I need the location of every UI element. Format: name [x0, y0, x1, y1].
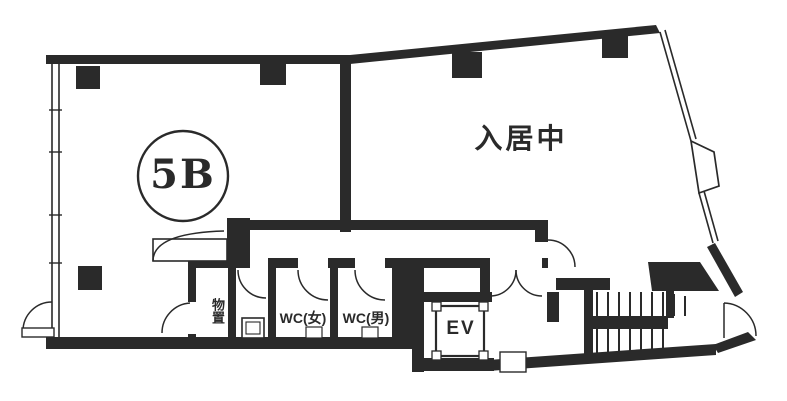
unit-number-circle	[136, 129, 230, 223]
door-arc-utility	[237, 269, 267, 299]
stairs	[556, 262, 719, 362]
stair-treads-upper	[596, 292, 686, 316]
elevator-shaft	[431, 301, 489, 361]
door-arc-double-left	[489, 269, 517, 297]
door-arc-storage	[161, 302, 191, 334]
door-leaf-corridor-left	[152, 238, 228, 262]
column	[76, 66, 100, 89]
toilet-men	[361, 326, 379, 339]
corridor-walls	[188, 55, 548, 268]
door-arc-double-right	[515, 269, 543, 297]
outer-walls	[46, 25, 756, 353]
wc-men-label: WC(男)	[342, 310, 390, 326]
column	[260, 62, 286, 85]
wc-women-label: WC(女)	[279, 310, 327, 326]
stair-landing	[593, 316, 668, 329]
storage-room-label: 物置	[210, 298, 225, 324]
service-block-walls	[187, 268, 412, 340]
door-arc-corridor-left	[152, 230, 225, 262]
toilet-women	[305, 326, 323, 339]
column	[78, 266, 102, 290]
occupied-room-label: 入居中	[474, 123, 568, 154]
fixtures	[241, 317, 379, 339]
column	[452, 52, 482, 78]
stair-treads-lower	[596, 329, 664, 355]
door-arc-left-exit	[22, 301, 53, 332]
column	[602, 36, 628, 58]
doors	[21, 230, 757, 338]
elevator-label: EV	[446, 318, 476, 339]
window-bay	[689, 139, 720, 195]
columns	[76, 36, 628, 290]
elevator-hall-walls	[412, 264, 716, 373]
door-arc-wc-men	[354, 269, 386, 301]
door-arc-corridor-right	[547, 239, 576, 268]
unit-number-label: 5B	[150, 151, 216, 198]
door-arc-wc-women	[297, 269, 329, 301]
door-arc-rear-entrance	[723, 302, 757, 338]
entrance-step	[499, 351, 527, 373]
unit-divider-wall	[340, 55, 351, 232]
